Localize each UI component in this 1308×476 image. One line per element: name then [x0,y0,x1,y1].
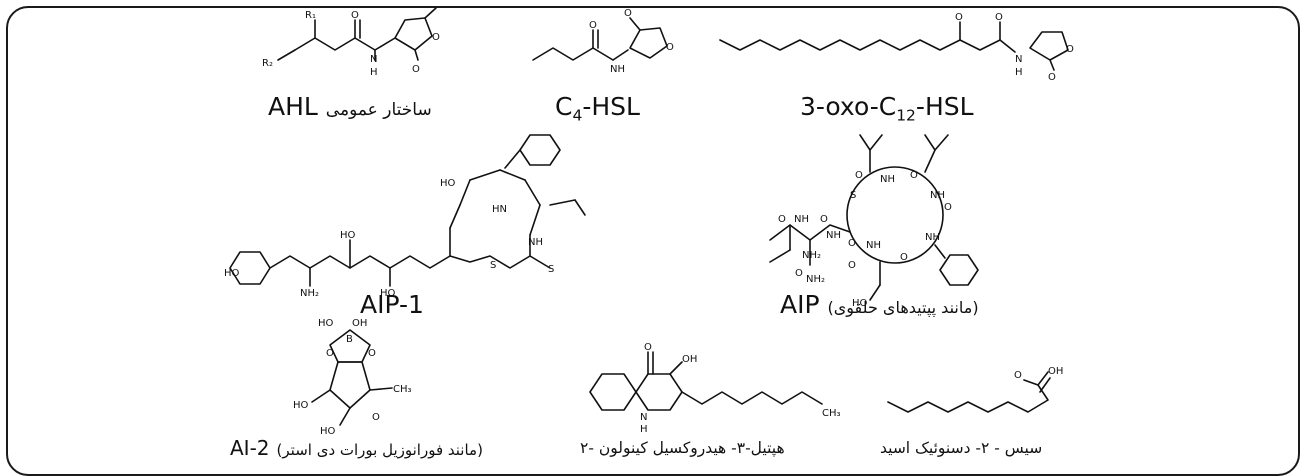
atom-ch3: CH₃ [822,408,841,419]
atom-o: O [995,12,1003,23]
atom-nh2: NH₂ [300,288,319,299]
atom-nh: NH [930,190,945,201]
atom-h: H [640,424,648,435]
atom-o: O [795,268,803,279]
atom-nh: NH [925,232,940,243]
atom-n: N [370,54,377,65]
atom-ch3: CH₃ [393,384,412,395]
label-c4-hsl: C4-HSL [555,92,640,125]
atom-ho: HO [224,268,240,279]
atom-s: S [548,264,554,275]
atom-o: O [848,260,856,271]
molecule-structures: R₁ R₂ O N H O O O NH O O O O N H O O [224,7,1074,437]
label-ai-2: AI-2 (مانند فورانوزیل بورات دی استر) [230,436,483,460]
label-ahl-general: AHL ساختار عمومی [268,92,432,121]
atom-n: N [1015,54,1022,65]
atom-o: O [1066,44,1074,55]
atom-s: S [850,190,856,201]
atom-hn: HN [492,204,507,215]
atom-o: O [910,170,918,181]
atom-nh: NH [866,240,881,251]
atom-oh: OH [352,318,367,329]
atom-ho: HO [340,230,356,241]
atom-o: O [1048,72,1056,83]
label-3-oxo-c12-hsl: 3-oxo-C12-HSL [800,92,974,125]
atom-ho: HO [440,178,456,189]
atom-o: O [644,342,652,353]
molecule-c4-hsl: O NH O O [532,8,674,75]
atom-nh2: NH₂ [802,250,821,261]
atom-o: O [412,64,420,75]
molecule-cis-2-decenoic-acid: O OH [887,366,1063,413]
label-cis-2-decenoic-acid: سیس - ۲- دسنوئیک اسید [880,439,1043,457]
label-aip: AIP (مانند پپتیدهای حلقوی) [780,290,979,319]
atom-o: O [666,42,674,53]
atom-nh: NH [880,174,895,185]
atom-nh: NH [794,214,809,225]
atom-nh: NH [528,237,543,248]
atom-o: O [589,20,597,31]
atom-ho: HO [380,288,396,299]
atom-h: H [1015,67,1023,78]
molecule-3-oxo-c12-hsl: O O N H O O [719,12,1074,83]
molecule-ai-2: HO OH B O O HO CH₃ HO O [293,318,412,437]
atom-ho: HO [293,400,309,411]
label-quinolone: ۲- هپتیل-۳- هیدروکسیل کینولون [580,439,785,457]
atom-ho: HO [320,426,336,437]
atom-o: O [944,202,952,213]
atom-o: O [900,252,908,263]
atom-o: O [778,214,786,225]
atom-o: O [848,238,856,249]
atom-r2: R₂ [262,58,273,69]
atom-nh: NH [826,230,841,241]
molecule-ahl-general: R₁ R₂ O N H O O [262,7,440,78]
atom-o: O [326,348,334,359]
atom-nh2: NH₂ [806,274,825,285]
atom-o: O [1014,370,1022,381]
atom-o: O [820,214,828,225]
atom-o: O [624,8,632,19]
atom-o: O [351,10,359,21]
label-aip-1: AIP-1 [360,290,424,319]
atom-o: O [955,12,963,23]
atom-oh: OH [682,354,697,365]
atom-r1: R₁ [305,10,316,21]
atom-n: N [640,412,647,423]
atom-o: O [855,170,863,181]
atom-o: O [368,348,376,359]
atom-ho: HO [318,318,334,329]
molecule-aip: S O NH O NH O NH O NH O NH O NH O NH₂ NH… [769,134,979,309]
atom-o: O [372,412,380,423]
atom-ho: HO [852,298,868,309]
atom-oh: OH [1048,366,1063,377]
atom-o: O [432,32,440,43]
molecule-quinolone: O OH N H CH₃ [589,342,841,435]
atom-b: B [346,334,353,345]
atom-h: H [370,67,378,78]
atom-nh: NH [610,64,625,75]
molecule-aip-1: HO NH₂ HO HO HO S HN NH S [224,134,586,299]
atom-s: S [490,260,496,271]
